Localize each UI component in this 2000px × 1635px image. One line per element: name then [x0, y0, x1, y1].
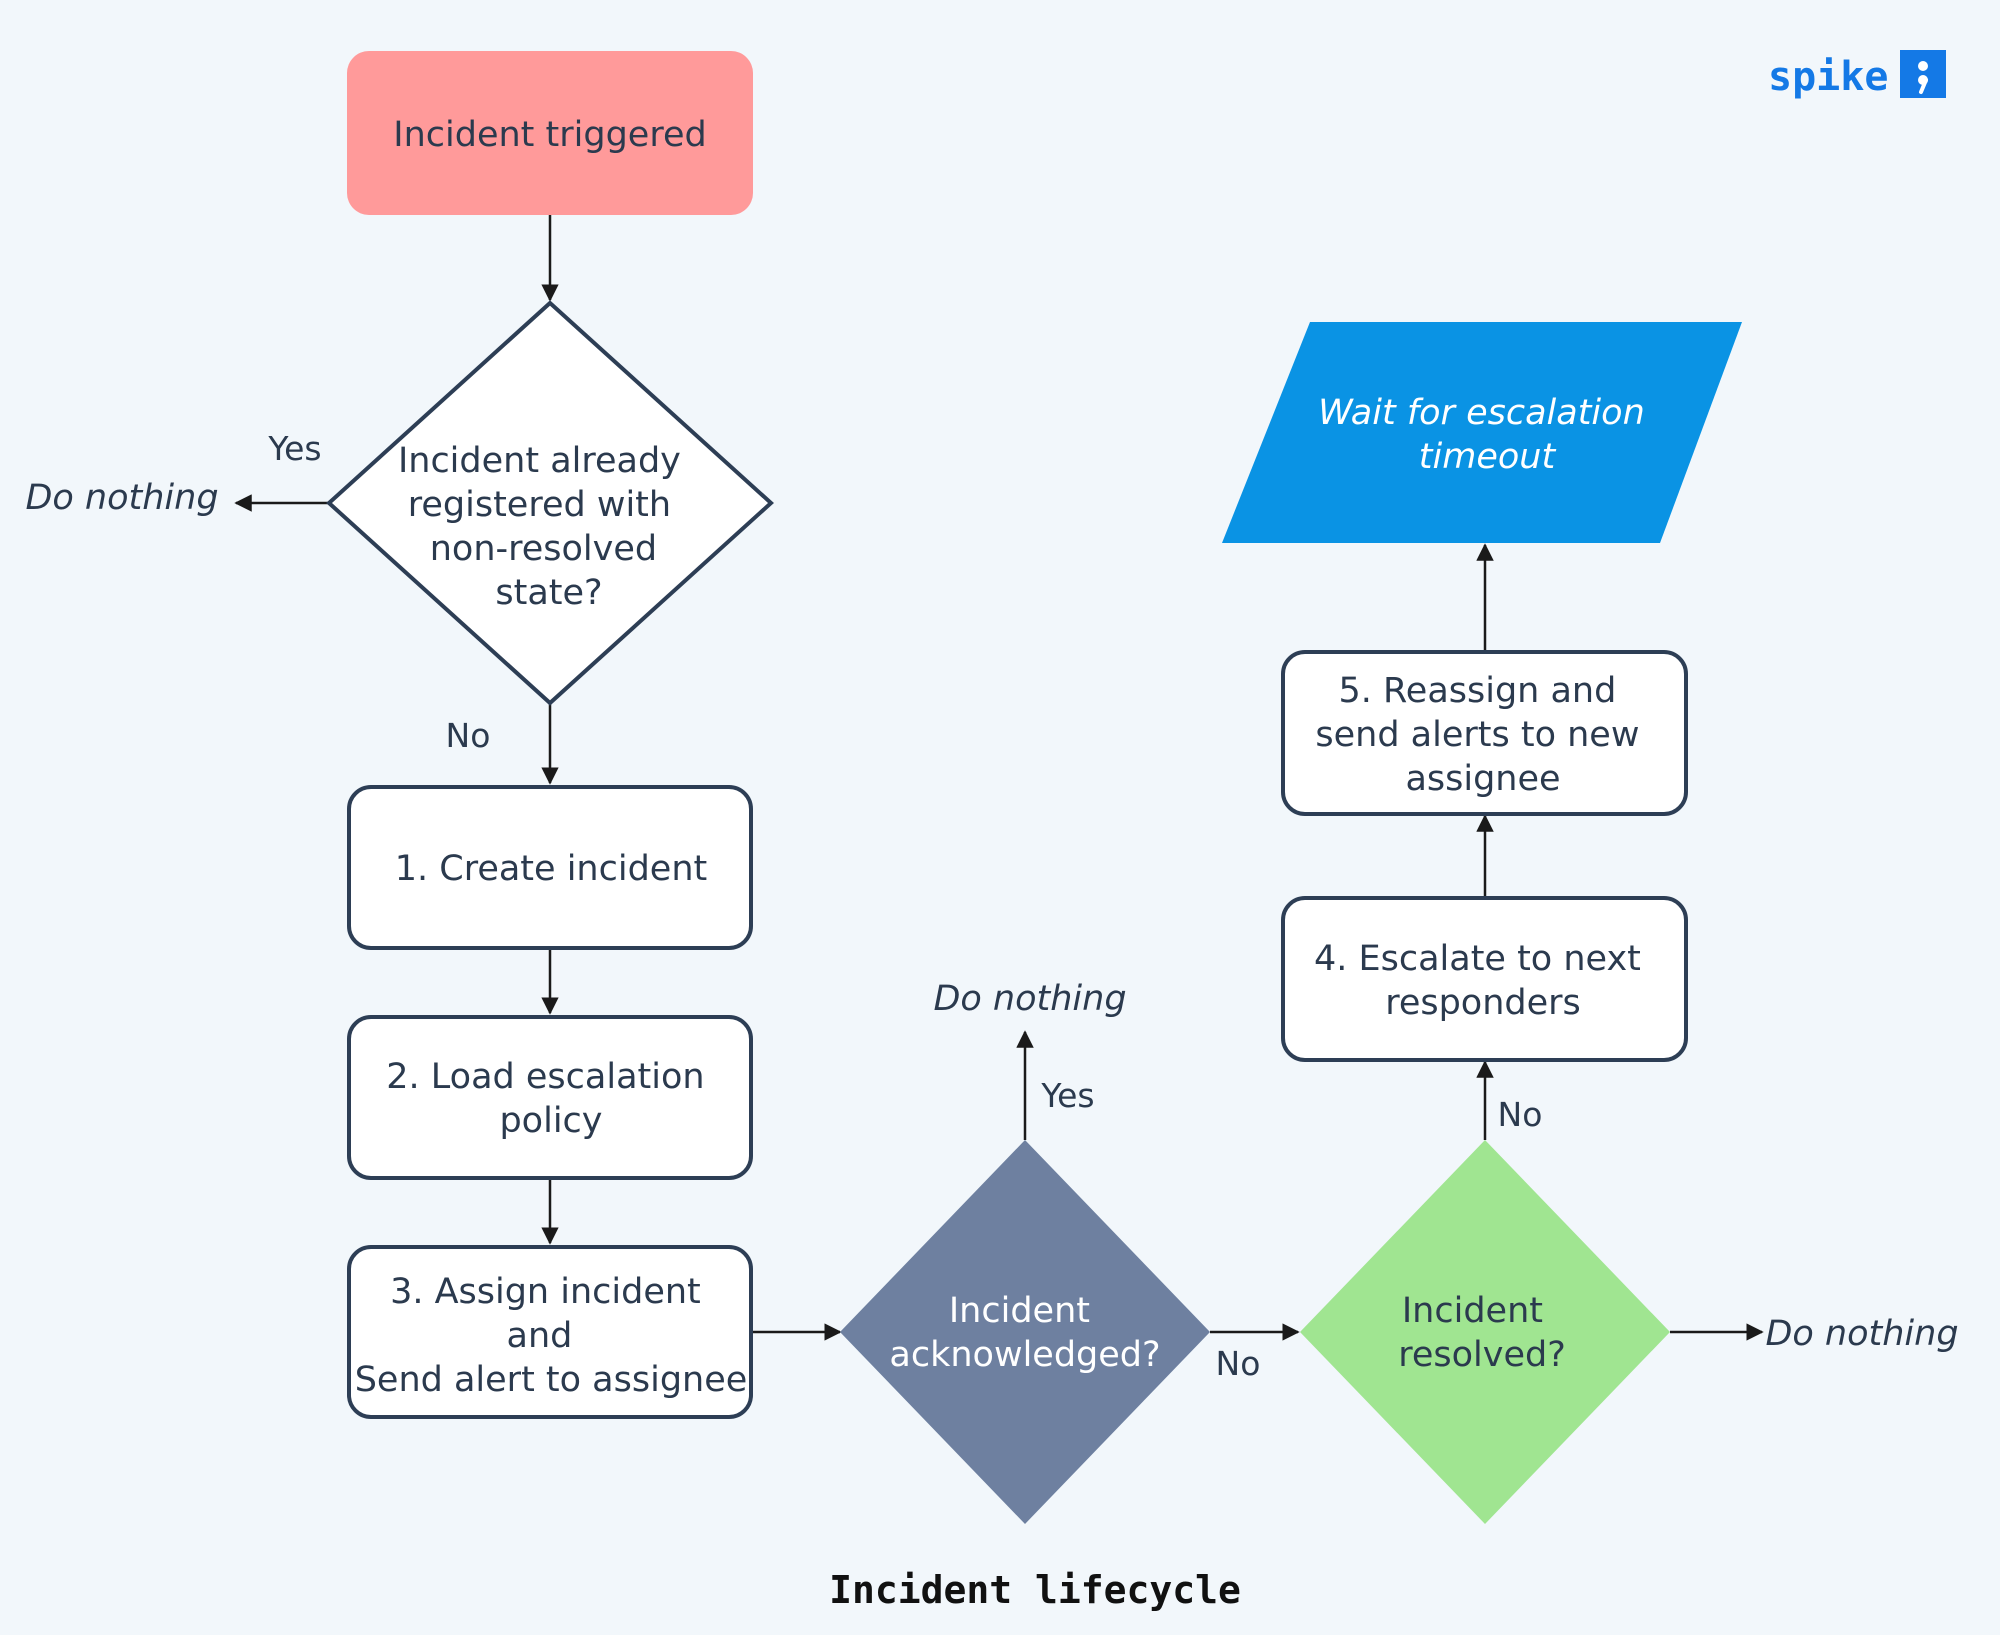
label-ack-no: No — [1216, 1344, 1261, 1383]
process-load-escalation-policy: 2. Load escalation policy — [347, 1015, 753, 1180]
logo-text: spike — [1768, 54, 1888, 100]
edges — [234, 215, 1764, 1341]
node-label: Wait for escalation timeout — [1318, 393, 1656, 477]
label-resolved-no: No — [1498, 1095, 1543, 1134]
process-shape — [347, 1015, 753, 1180]
node-label: Incident resolved? — [1398, 1291, 1566, 1375]
terminal-do-nothing-resolved: Do nothing — [1765, 1314, 1958, 1354]
semicolon-icon — [1900, 50, 1946, 98]
node-label: 1. Create incident — [395, 849, 707, 889]
process-shape — [347, 785, 753, 950]
terminal-do-nothing-acknowledged: Do nothing — [933, 979, 1126, 1019]
parallelogram-shape — [1222, 322, 1742, 543]
decision-incident-resolved: Incident resolved? — [1300, 1140, 1670, 1524]
node-label: 3. Assign incident and Send alert to ass… — [355, 1272, 748, 1400]
node-label: 5. Reassign and send alerts to new assig… — [1315, 671, 1650, 799]
decision-shape — [326, 300, 774, 706]
node-label: 4. Escalate to next responders — [1314, 939, 1652, 1023]
process-escalate: 4. Escalate to next responders — [1281, 896, 1688, 1062]
node-label: Incident already registered with non-res… — [398, 441, 692, 613]
start-shape — [347, 51, 753, 215]
node-label: Incident acknowledged? — [889, 1291, 1160, 1375]
spike-logo: spike — [1768, 50, 1946, 100]
process-shape — [1281, 896, 1688, 1062]
process-create-incident: 1. Create incident — [347, 785, 753, 950]
process-shape — [1281, 650, 1688, 816]
process-shape — [347, 1245, 753, 1419]
node-incident-triggered: Incident triggered — [347, 51, 753, 215]
decision-incident-acknowledged: Incident acknowledged? — [840, 1140, 1210, 1524]
decision-already-registered: Incident already registered with non-res… — [326, 300, 774, 706]
io-wait-for-timeout: Wait for escalation timeout — [1222, 322, 1742, 543]
label-ack-yes: Yes — [1040, 1076, 1094, 1115]
process-reassign: 5. Reassign and send alerts to new assig… — [1281, 650, 1688, 816]
process-assign-incident: 3. Assign incident and Send alert to ass… — [347, 1245, 753, 1419]
label-registered-yes: Yes — [267, 429, 321, 468]
decision-shape — [1300, 1140, 1670, 1524]
decision-shape — [840, 1140, 1210, 1524]
node-label: 2. Load escalation policy — [386, 1057, 715, 1141]
terminal-do-nothing-registered: Do nothing — [25, 478, 218, 518]
node-label: Incident triggered — [393, 115, 706, 155]
label-registered-no: No — [446, 716, 491, 755]
diagram-caption: Incident lifecycle — [829, 1568, 1241, 1612]
